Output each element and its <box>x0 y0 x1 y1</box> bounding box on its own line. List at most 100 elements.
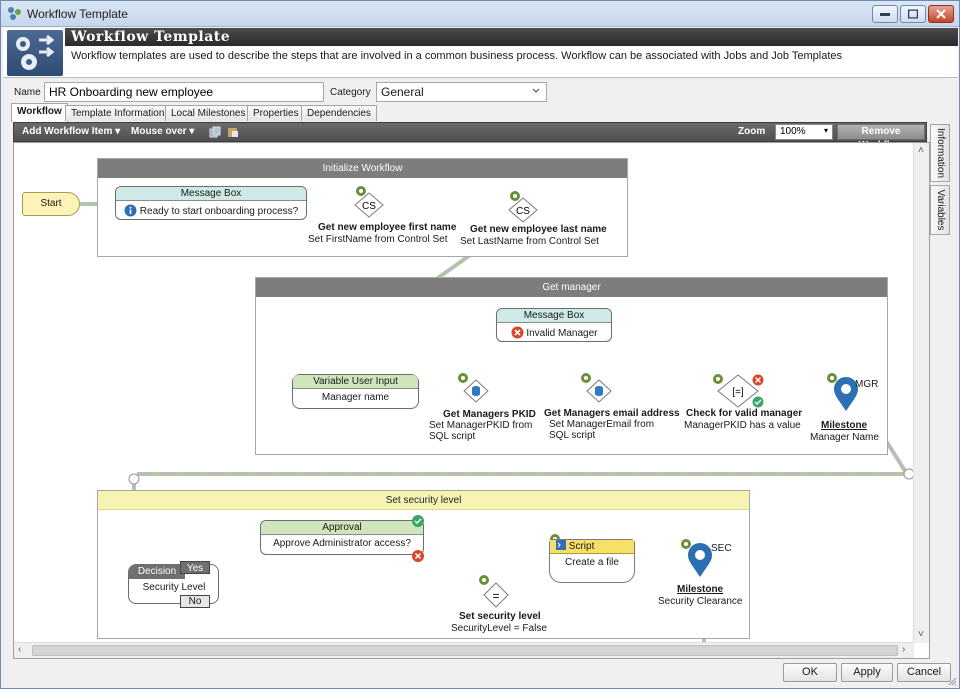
step-subtitle: Set ManagerPKID from <box>429 420 533 431</box>
close-icon <box>936 9 946 19</box>
resize-grip-icon[interactable] <box>947 676 957 686</box>
node-header: Message Box <box>497 309 611 323</box>
maximize-icon <box>908 9 918 19</box>
group-title: Get manager <box>256 278 887 297</box>
add-workflow-item-button[interactable]: Add Workflow Item ▾ <box>22 126 121 137</box>
step-title: Get Managers email address <box>544 408 680 419</box>
rejected-x-icon <box>412 550 424 562</box>
svg-text:CS: CS <box>362 201 376 212</box>
tab-properties[interactable]: Properties <box>247 105 305 121</box>
approval-node[interactable]: Approval Approve Administrator access? <box>260 520 424 555</box>
step-title: Set security level <box>459 611 541 622</box>
start-node[interactable]: Start <box>22 192 80 216</box>
milestone-pin-icon[interactable] <box>680 537 714 579</box>
group-title: Initialize Workflow <box>98 159 627 178</box>
scroll-down-icon[interactable]: ˅ <box>918 629 924 640</box>
name-input[interactable] <box>44 82 324 102</box>
workflow-canvas[interactable]: Start Initialize Workflow Message Box Re… <box>13 142 930 659</box>
node-header: Script <box>550 540 634 554</box>
remove-workflow-button[interactable]: Remove Workflow <box>837 124 925 151</box>
page-title: Workflow Template <box>65 28 958 46</box>
decision-no-branch[interactable]: No <box>180 595 210 608</box>
tab-workflow[interactable]: Workflow <box>11 103 68 122</box>
decision-text: Security Level <box>142 582 206 593</box>
maximize-button[interactable] <box>900 5 926 23</box>
scroll-right-icon[interactable]: › <box>902 644 906 655</box>
group-get-manager[interactable]: Get manager <box>255 277 888 455</box>
apply-button[interactable]: Apply <box>841 663 893 682</box>
tab-template-information[interactable]: Template Information <box>65 105 171 121</box>
milestone-title[interactable]: Milestone <box>821 420 868 431</box>
node-text: Approve Administrator access? <box>273 538 411 549</box>
check-condition-node[interactable]: [=] <box>706 371 776 411</box>
node-header: Variable User Input <box>293 375 418 389</box>
scroll-left-icon[interactable]: ‹ <box>18 644 22 655</box>
close-button[interactable] <box>928 5 954 23</box>
step-title: Get Managers PKID <box>443 409 536 420</box>
variable-user-input-node[interactable]: Variable User Input Manager name <box>292 374 419 409</box>
milestone-code: MGR <box>855 379 879 390</box>
zoom-select[interactable]: 100%▾ <box>775 124 833 140</box>
node-header: Approval <box>261 521 423 535</box>
step-subtitle: ManagerPKID has a value <box>684 420 801 431</box>
message-box-invalid-node[interactable]: Message Box Invalid Manager <box>496 308 612 342</box>
script-node[interactable]: Script Create a file <box>549 539 635 583</box>
assign-variable-node[interactable]: = <box>474 573 514 611</box>
side-tab-variables[interactable]: Variables <box>930 185 950 235</box>
sql-step-node-1[interactable] <box>454 371 490 405</box>
page-header: Workflow Template Workflow templates are… <box>3 28 958 78</box>
horizontal-scroll-thumb[interactable] <box>32 645 898 656</box>
error-icon <box>511 326 524 339</box>
step-subtitle: Set FirstName from Control Set <box>308 234 448 245</box>
paste-icon[interactable] <box>227 126 239 138</box>
tab-local-milestones[interactable]: Local Milestones <box>165 105 252 121</box>
step-subtitle: Set LastName from Control Set <box>460 236 599 247</box>
step-subtitle: SQL script <box>429 431 476 442</box>
side-tab-information[interactable]: Information <box>930 124 950 182</box>
step-title: Get new employee last name <box>470 224 607 235</box>
sql-step-node-2[interactable] <box>577 371 613 405</box>
svg-text:CS: CS <box>516 206 530 217</box>
workflow-app-icon <box>8 7 21 20</box>
svg-text:[=]: [=] <box>732 387 744 398</box>
ok-button[interactable]: OK <box>783 663 837 682</box>
decision-yes-branch[interactable]: Yes <box>180 561 210 574</box>
title-bar: Workflow Template <box>1 1 959 27</box>
minimize-icon <box>880 13 890 16</box>
chevron-down-icon <box>532 88 540 93</box>
control-set-node-1[interactable]: CS <box>352 183 386 219</box>
copy-icon[interactable] <box>209 126 221 138</box>
script-terminal-icon <box>556 540 566 550</box>
workflow-toolbar: Add Workflow Item ▾ Mouse over ▾ Zoom 10… <box>13 122 927 151</box>
step-subtitle: SecurityLevel = False <box>451 623 547 634</box>
message-box-node[interactable]: Message Box Ready to start onboarding pr… <box>115 186 307 220</box>
mouse-over-button[interactable]: Mouse over ▾ <box>131 126 195 137</box>
milestone-title[interactable]: Milestone <box>677 584 724 595</box>
tab-dependencies[interactable]: Dependencies <box>301 105 377 121</box>
category-label: Category <box>330 87 371 98</box>
node-text: Manager name <box>321 392 390 403</box>
window-title: Workflow Template <box>27 7 128 21</box>
vertical-scrollbar[interactable]: ˄ ˅ <box>913 143 929 643</box>
node-text: Invalid Manager <box>526 328 598 339</box>
svg-text:=: = <box>492 589 499 603</box>
step-subtitle: Set ManagerEmail from <box>549 419 655 430</box>
page-description: Workflow templates are used to describe … <box>71 50 843 62</box>
cancel-button[interactable]: Cancel <box>897 663 951 682</box>
milestone-pin-icon[interactable] <box>826 371 860 413</box>
node-header: Message Box <box>116 187 306 201</box>
step-subtitle: Manager Name <box>810 432 879 443</box>
scroll-up-icon[interactable]: ˄ <box>918 145 924 156</box>
node-text: Ready to start onboarding process? <box>139 206 299 217</box>
horizontal-scrollbar[interactable]: ‹ › <box>14 642 914 658</box>
group-title: Set security level <box>98 491 749 510</box>
step-subtitle: Security Clearance <box>658 596 743 607</box>
control-set-node-2[interactable]: CS <box>506 188 540 224</box>
decision-header: Decision <box>129 565 185 579</box>
step-title: Get new employee first name <box>318 222 457 233</box>
zoom-label: Zoom <box>738 126 766 137</box>
category-select[interactable]: General <box>376 82 547 102</box>
step-subtitle: SQL script <box>549 430 596 441</box>
minimize-button[interactable] <box>872 5 898 23</box>
